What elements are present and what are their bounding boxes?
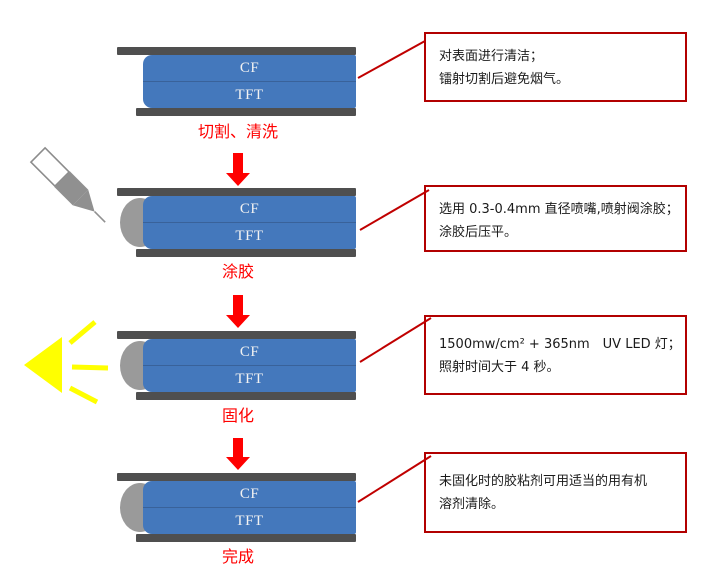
annotation-box-cure: 1500mw/cm² + 365nm UV LED 灯； 照射时间大于 4 秒。 <box>424 315 687 395</box>
glass-stack: CF TFT <box>143 339 356 392</box>
down-arrow-icon <box>226 295 250 328</box>
stage-label-done: 完成 <box>221 547 254 566</box>
down-arrow-icon <box>226 153 250 186</box>
tft-layer-label: TFT <box>235 227 264 244</box>
annotation-line: 溶剂清除。 <box>439 497 505 512</box>
stage-panel-glue: CF TFT <box>0 188 400 258</box>
cf-layer-label: CF <box>143 339 356 366</box>
top-glass-bar <box>117 473 356 481</box>
tft-layer-label: TFT <box>235 370 264 387</box>
tft-layer-label: TFT <box>235 512 264 529</box>
annotation-line: 1500mw/cm² + 365nm UV LED 灯； <box>439 337 681 352</box>
top-glass-bar <box>117 47 356 55</box>
stage-panel-done: CF TFT <box>0 473 400 543</box>
stage-panel-cut-clean: CF TFT <box>0 47 400 117</box>
annotation-line: 未固化时的胶粘剂可用适当的用有机 <box>439 474 648 489</box>
glass-stack: CF TFT <box>143 196 356 249</box>
top-glass-bar <box>117 331 356 339</box>
bottom-glass-bar <box>136 108 356 116</box>
top-glass-bar <box>117 188 356 196</box>
cf-layer-label: CF <box>143 55 356 82</box>
stage-panel-cure: CF TFT <box>0 331 400 401</box>
bottom-glass-bar <box>136 249 356 257</box>
stage-label-glue: 涂胶 <box>221 262 254 281</box>
cf-layer-label: CF <box>143 196 356 223</box>
annotation-line: 对表面进行清洁； <box>439 49 544 64</box>
stage-label-cut-clean: 切割、清洗 <box>197 122 278 141</box>
glass-stack: CF TFT <box>143 55 356 108</box>
cf-layer-label: CF <box>143 481 356 508</box>
down-arrow-icon <box>226 438 250 470</box>
annotation-box-cut-clean: 对表面进行清洁； 镭射切割后避免烟气。 <box>424 32 687 102</box>
annotation-line: 照射时间大于 4 秒。 <box>439 360 560 375</box>
stage-label-cure: 固化 <box>221 406 254 425</box>
tft-layer-label: TFT <box>235 86 264 103</box>
bottom-glass-bar <box>136 392 356 400</box>
annotation-box-glue: 选用 0.3-0.4mm 直径喷嘴,喷射阀涂胶； 涂胶后压平。 <box>424 185 687 252</box>
glass-stack: CF TFT <box>143 481 356 534</box>
bottom-glass-bar <box>136 534 356 542</box>
annotation-line: 镭射切割后避免烟气。 <box>439 72 570 87</box>
annotation-line: 涂胶后压平。 <box>439 225 518 240</box>
annotation-line: 选用 0.3-0.4mm 直径喷嘴,喷射阀涂胶； <box>439 202 679 217</box>
annotation-box-done: 未固化时的胶粘剂可用适当的用有机 溶剂清除。 <box>424 452 687 533</box>
